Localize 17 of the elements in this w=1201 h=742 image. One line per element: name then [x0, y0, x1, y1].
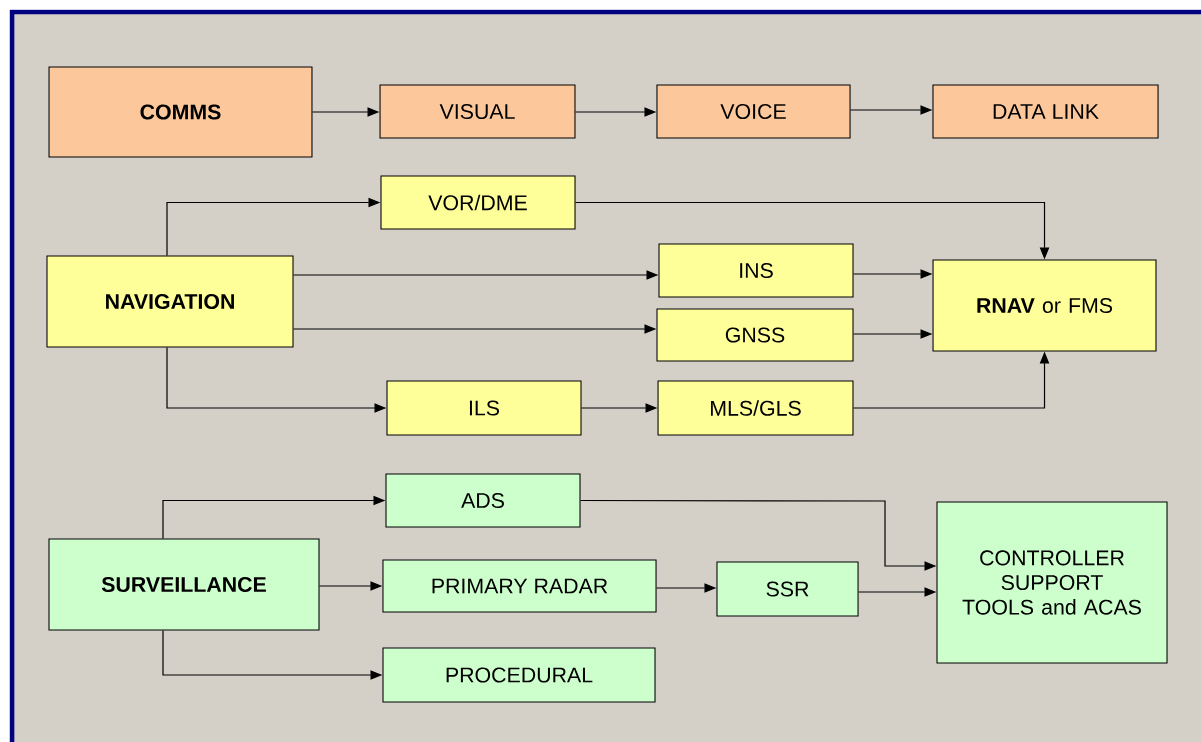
- process-box: DATA LINK: [932, 84, 1159, 139]
- process-box: VISUAL: [379, 84, 576, 139]
- process-box: VOICE: [656, 84, 851, 139]
- process-box: SSR: [716, 561, 859, 617]
- process-box: CONTROLLER SUPPORT TOOLS and ACAS: [936, 501, 1168, 664]
- process-box: GNSS: [656, 308, 854, 362]
- process-box: PRIMARY RADAR: [382, 559, 657, 613]
- process-box: RNAV or FMS: [932, 259, 1157, 352]
- process-box: ADS: [385, 473, 581, 528]
- process-box: VOR/DME: [380, 175, 576, 230]
- process-box: NAVIGATION: [46, 255, 294, 348]
- process-box: PROCEDURAL: [382, 647, 656, 703]
- process-box: MLS/GLS: [657, 380, 854, 436]
- process-box: ILS: [386, 380, 582, 436]
- process-box: SURVEILLANCE: [48, 538, 320, 631]
- process-box: INS: [658, 243, 854, 298]
- process-box: COMMS: [48, 66, 313, 158]
